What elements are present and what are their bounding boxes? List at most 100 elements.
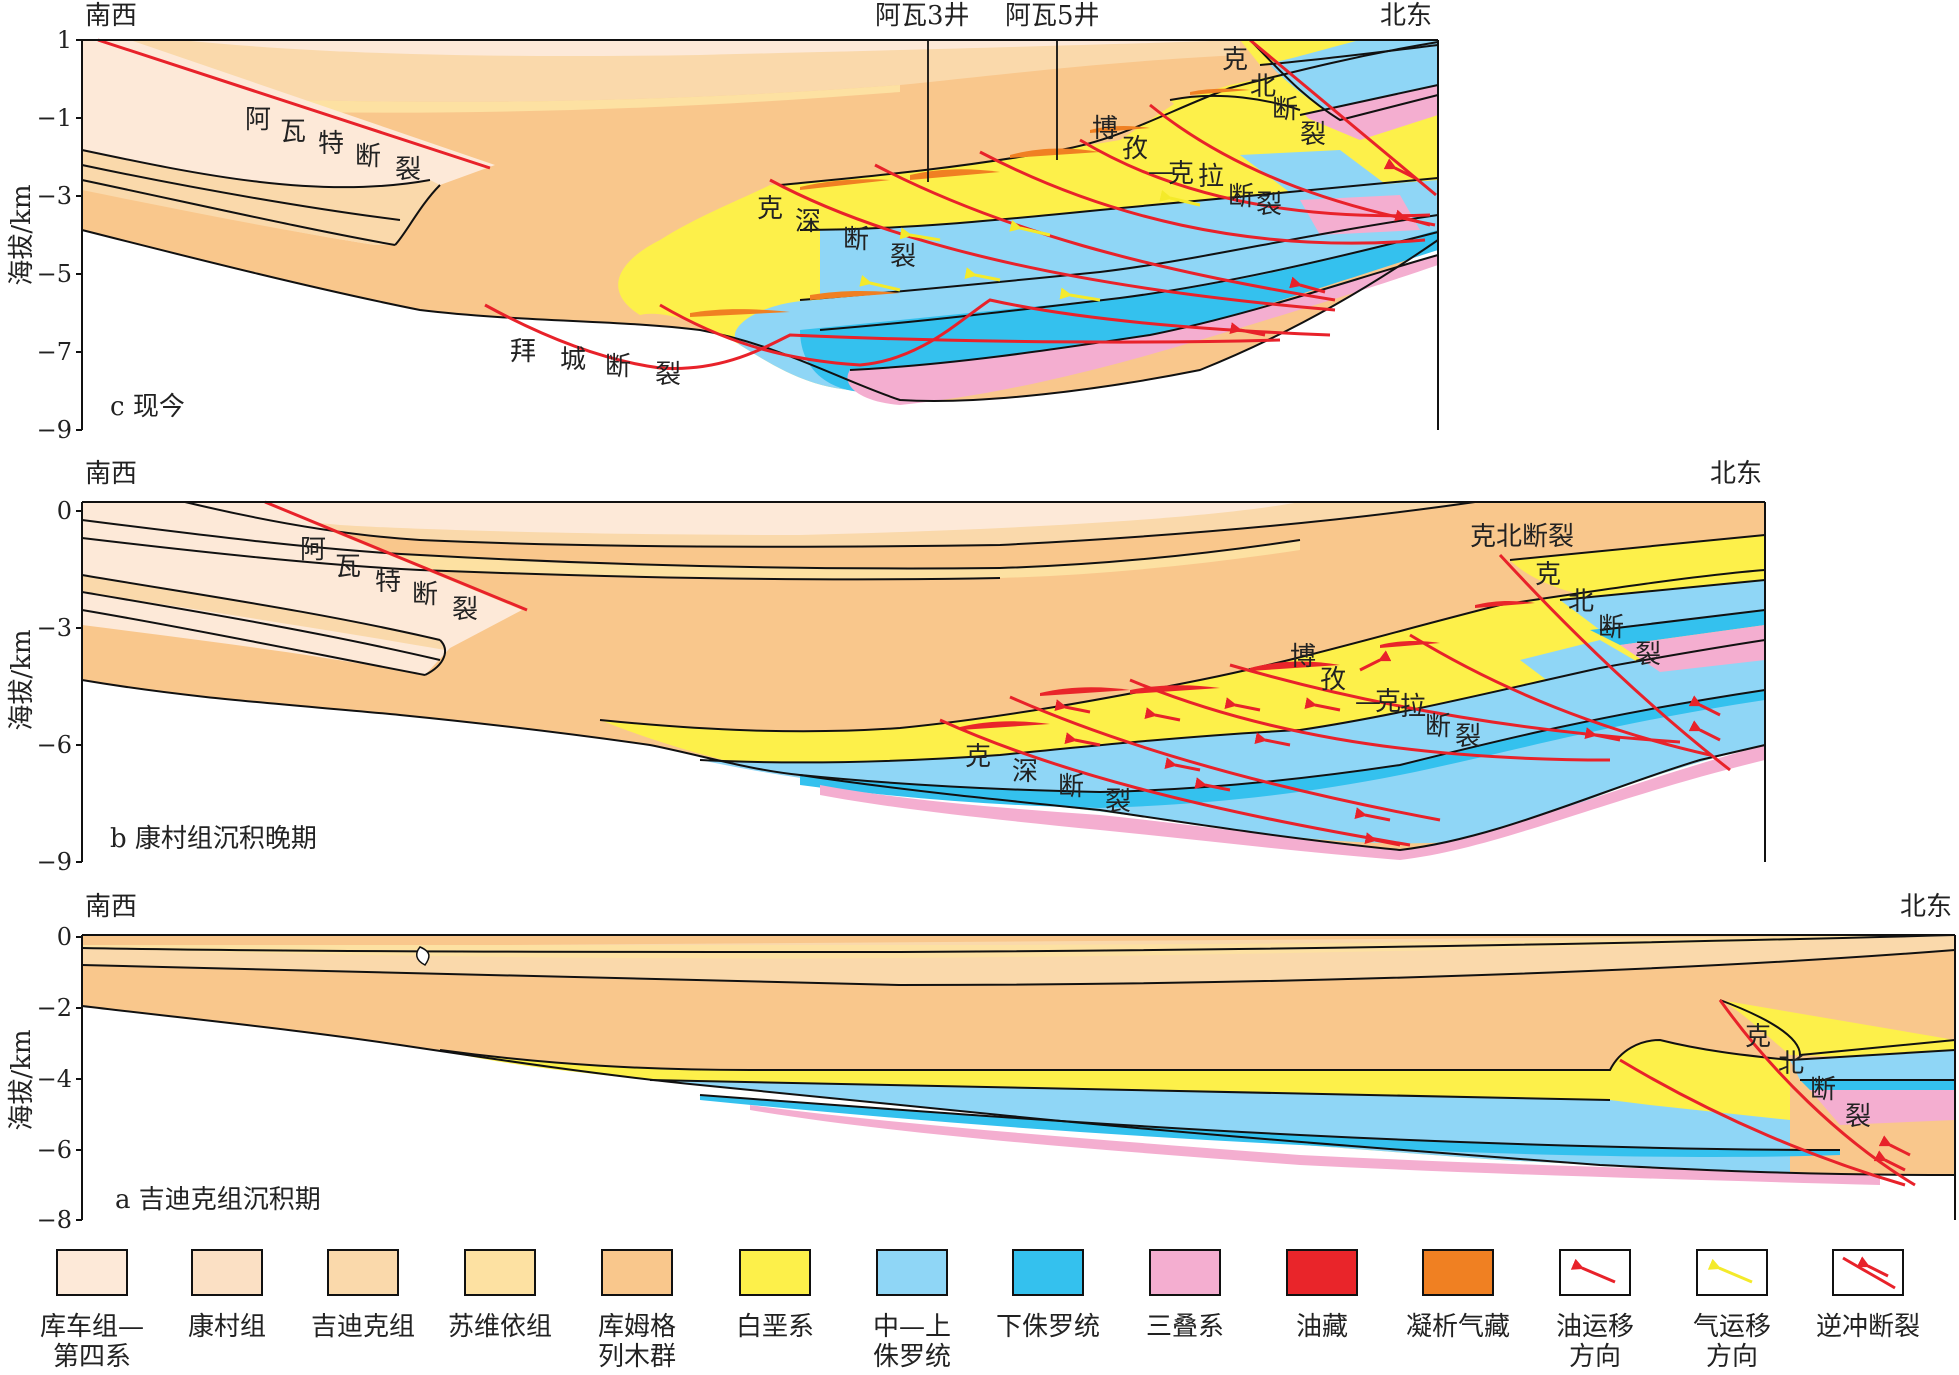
y-axis-label: 海拔/km xyxy=(7,1029,37,1130)
direction-sw: 南西 xyxy=(85,892,137,922)
legend: 库车组— 第四系 康村组 吉迪克组 苏维依组 库姆格 列木群 白垩系 中—上 侏… xyxy=(40,1249,1920,1372)
svg-text:裂: 裂 xyxy=(655,360,681,390)
svg-text:北: 北 xyxy=(1568,587,1594,617)
tick-label: −8 xyxy=(37,1206,72,1234)
tick-label: −1 xyxy=(37,104,72,132)
legend-item-cretaceous: 白垩系 xyxy=(736,1249,814,1342)
svg-text:北: 北 xyxy=(1778,1049,1804,1079)
direction-ne: 北东 xyxy=(1900,892,1952,922)
svg-text:断: 断 xyxy=(1810,1075,1836,1105)
svg-text:孜: 孜 xyxy=(1122,134,1148,164)
svg-text:方向: 方向 xyxy=(1706,1342,1758,1372)
tick-label: −2 xyxy=(37,994,72,1022)
svg-text:克: 克 xyxy=(1375,687,1401,717)
svg-text:克: 克 xyxy=(1745,1022,1771,1052)
svg-text:—: — xyxy=(1148,157,1174,187)
tick-label: −6 xyxy=(37,1136,72,1164)
tick-label: −9 xyxy=(37,848,72,876)
svg-text:瓦: 瓦 xyxy=(335,552,361,582)
panel-a: 0 −2 −4 −6 −8 海拔/km 南西 北东 a 吉迪克组沉积期 克 北 … xyxy=(7,892,1956,1234)
tick-label: −6 xyxy=(37,731,72,759)
legend-item-kumugeliemu: 库姆格 列木群 xyxy=(598,1249,676,1372)
panel-a-ticks: 0 −2 −4 −6 −8 xyxy=(37,923,82,1234)
tick-label: 0 xyxy=(57,497,72,525)
svg-text:断: 断 xyxy=(1425,712,1451,742)
svg-text:拉: 拉 xyxy=(1400,692,1426,722)
svg-text:三叠系: 三叠系 xyxy=(1146,1312,1224,1342)
tick-label: −7 xyxy=(37,338,72,366)
svg-text:拜: 拜 xyxy=(510,337,536,367)
yellow-arrow-icon xyxy=(1707,1258,1753,1284)
fault-label-kebei-title: 克北断裂 xyxy=(1470,522,1574,552)
thrust-fault-icon xyxy=(1842,1256,1896,1290)
direction-ne: 北东 xyxy=(1380,1,1432,31)
svg-text:油藏: 油藏 xyxy=(1296,1312,1348,1342)
well-awa5-label: 阿瓦5井 xyxy=(1005,1,1100,31)
svg-text:瓦: 瓦 xyxy=(280,117,306,147)
svg-text:气运移: 气运移 xyxy=(1693,1312,1771,1342)
svg-text:孜: 孜 xyxy=(1320,665,1346,695)
legend-item-suweiyi: 苏维依组 xyxy=(448,1249,552,1342)
svg-text:拉: 拉 xyxy=(1198,162,1224,192)
legend-item-oil: 油藏 xyxy=(1286,1249,1358,1342)
svg-text:北: 北 xyxy=(1250,72,1276,102)
svg-text:断: 断 xyxy=(355,142,381,172)
panel-caption: c 现今 xyxy=(110,392,185,422)
legend-item-oil-migration: 油运移 方向 xyxy=(1556,1249,1634,1372)
panel-b-ticks: 0 −3 −6 −9 xyxy=(37,497,82,876)
svg-text:断: 断 xyxy=(605,352,631,382)
svg-text:吉迪克组: 吉迪克组 xyxy=(311,1312,415,1342)
well-awa3-label: 阿瓦3井 xyxy=(875,1,970,31)
svg-text:特: 特 xyxy=(375,567,401,597)
svg-text:裂: 裂 xyxy=(890,242,916,272)
legend-item-gas-migration: 气运移 方向 xyxy=(1693,1249,1771,1372)
svg-text:库车组—: 库车组— xyxy=(40,1312,144,1342)
svg-text:断: 断 xyxy=(1272,95,1298,125)
panel-c: 1 −1 −3 −5 −7 −9 海拔/km 南西 北东 阿瓦3井 阿瓦5井 c… xyxy=(7,1,1439,444)
fault-label-baicheng: 拜 城 断 裂 xyxy=(510,337,681,390)
svg-text:裂: 裂 xyxy=(1105,787,1131,817)
svg-text:克: 克 xyxy=(965,742,991,772)
fault-label-kebei: 克 北 断 裂 xyxy=(1222,45,1326,150)
svg-text:裂: 裂 xyxy=(395,155,421,185)
legend-item-jidike: 吉迪克组 xyxy=(311,1249,415,1342)
svg-text:克: 克 xyxy=(1535,560,1561,590)
direction-ne: 北东 xyxy=(1710,459,1762,489)
svg-text:裂: 裂 xyxy=(1845,1102,1871,1132)
svg-text:深: 深 xyxy=(1012,757,1038,787)
fault-label-keshen: 克 深 断 裂 xyxy=(965,742,1131,817)
svg-text:裂: 裂 xyxy=(1256,190,1282,220)
fault-label-kebei: 克 北 断 裂 xyxy=(1745,1022,1871,1132)
legend-item-condensate-gas: 凝析气藏 xyxy=(1406,1249,1510,1342)
tick-label: −5 xyxy=(37,260,72,288)
panel-caption: b 康村组沉积晚期 xyxy=(110,824,317,854)
svg-text:方向: 方向 xyxy=(1569,1342,1621,1372)
svg-text:裂: 裂 xyxy=(1455,722,1481,752)
svg-text:裂: 裂 xyxy=(452,595,478,625)
svg-text:逆冲断裂: 逆冲断裂 xyxy=(1816,1312,1920,1342)
panel-c-ticks: 1 −1 −3 −5 −7 −9 xyxy=(37,26,82,444)
svg-text:克: 克 xyxy=(1168,159,1194,189)
svg-text:中—上: 中—上 xyxy=(873,1312,951,1342)
svg-text:特: 特 xyxy=(318,129,344,159)
fault-label-awate: 阿 瓦 特 断 裂 xyxy=(300,535,478,625)
svg-text:断: 断 xyxy=(1598,613,1624,643)
tick-label: −3 xyxy=(37,614,72,642)
legend-item-mid-upper-jurassic: 中—上 侏罗统 xyxy=(873,1249,951,1372)
tick-label: −9 xyxy=(37,416,72,444)
svg-text:博: 博 xyxy=(1290,642,1316,672)
svg-text:阿: 阿 xyxy=(245,105,271,135)
tick-label: −3 xyxy=(37,182,72,210)
legend-item-lower-jurassic: 下侏罗统 xyxy=(996,1249,1100,1342)
direction-sw: 南西 xyxy=(85,459,137,489)
panel-b: 0 −3 −6 −9 海拔/km 南西 北东 b 康村组沉积晚期 克北断裂 阿 … xyxy=(7,459,1766,876)
svg-text:凝析气藏: 凝析气藏 xyxy=(1406,1312,1510,1342)
svg-text:库姆格: 库姆格 xyxy=(598,1312,676,1342)
svg-text:—: — xyxy=(1355,687,1381,717)
svg-text:康村组: 康村组 xyxy=(188,1312,266,1342)
legend-item-triassic: 三叠系 xyxy=(1146,1249,1224,1342)
y-axis-label: 海拔/km xyxy=(7,629,37,730)
svg-text:苏维依组: 苏维依组 xyxy=(448,1312,552,1342)
svg-text:克: 克 xyxy=(757,194,783,224)
